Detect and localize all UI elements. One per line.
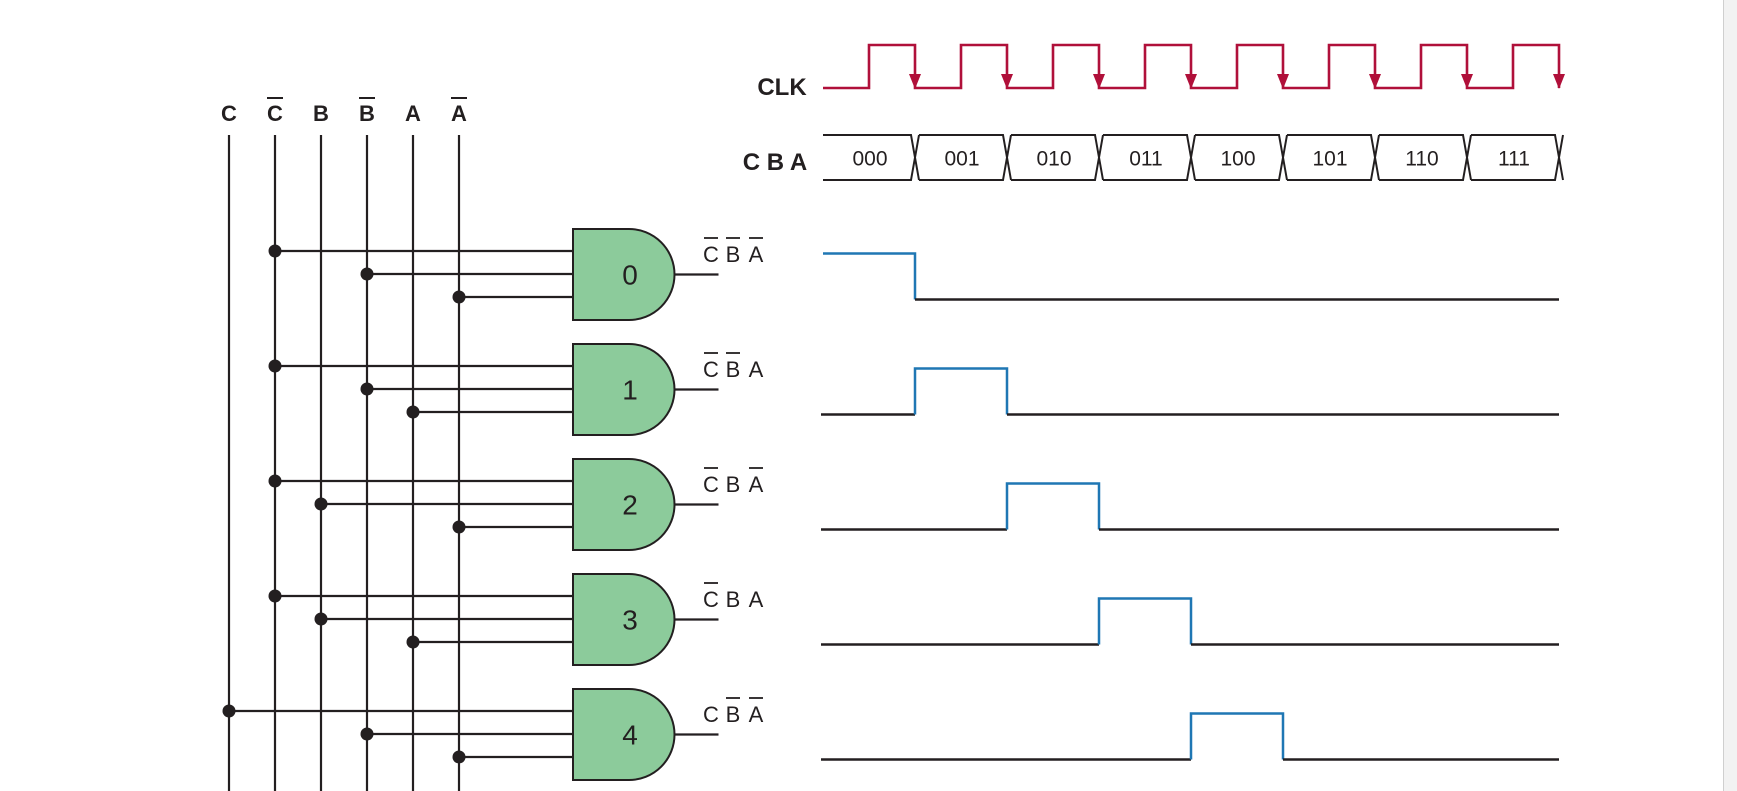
input-bus	[227, 135, 461, 791]
gate-body	[572, 343, 676, 436]
pulse-high	[1189, 712, 1285, 760]
falling-edge-arrow	[1461, 74, 1473, 89]
bus-label-b: B	[313, 101, 329, 126]
junction-dot	[452, 750, 466, 764]
clock-waveform: CLK	[757, 43, 1565, 101]
state-bus-segment	[1103, 134, 1196, 181]
bus-label-not-c: C	[267, 101, 283, 126]
output-letter-a: A	[749, 472, 764, 497]
state-value: 101	[1312, 148, 1347, 171]
falling-edge-arrow	[1001, 74, 1013, 89]
state-bus-segment	[1011, 134, 1104, 181]
output-letter-b: B	[726, 587, 741, 612]
state-value: 011	[1129, 148, 1162, 171]
output-letter-c: C	[703, 472, 719, 497]
pulse-high	[823, 252, 917, 300]
state-value: 111	[1498, 148, 1530, 171]
pulse-high	[913, 367, 1009, 415]
bus-label-a: A	[405, 101, 421, 126]
junction-dot	[360, 727, 374, 741]
output-letter-c: C	[703, 702, 719, 727]
falling-edge-arrow	[1277, 74, 1289, 89]
junction-dot	[268, 244, 282, 258]
gate-body	[572, 228, 676, 321]
junction-dot	[268, 359, 282, 373]
bus-label-not-a: A	[451, 101, 467, 126]
pulse-high	[1005, 482, 1101, 530]
gate-number: 3	[622, 605, 638, 636]
output-letter-b: B	[726, 242, 741, 267]
output-waveform-2	[821, 482, 1559, 531]
falling-edge-arrow	[1185, 74, 1197, 89]
junction-dot	[452, 290, 466, 304]
state-bus-segment	[1379, 134, 1472, 181]
bus-label-c: C	[221, 101, 237, 126]
state-value: 110	[1405, 148, 1438, 171]
output-letter-b: B	[726, 702, 741, 727]
state-bus-segment	[919, 134, 1012, 181]
output-letter-c: C	[703, 587, 719, 612]
output-waveform-4	[821, 712, 1559, 761]
output-letter-c: C	[703, 242, 719, 267]
junction-dot	[314, 612, 328, 626]
state-value: 010	[1036, 148, 1071, 171]
output-waveform-1	[821, 367, 1559, 416]
state-bus-segment	[1471, 134, 1564, 181]
output-letter-a: A	[749, 587, 764, 612]
junction-dot	[452, 520, 466, 534]
junction-dot	[268, 589, 282, 603]
state-value: 000	[852, 148, 887, 171]
output-letter-b: B	[726, 472, 741, 497]
junction-dot	[406, 635, 420, 649]
state-bus-segment	[823, 134, 920, 181]
junction-dot	[268, 474, 282, 488]
state-value: 100	[1220, 148, 1255, 171]
state-bus-segment	[1195, 134, 1288, 181]
state-row-label: C B A	[743, 149, 807, 176]
gate-body	[572, 458, 676, 551]
state-row: C B A 000 001 010 011 100 101 110 111	[743, 134, 1564, 181]
falling-edge-arrow	[1553, 74, 1565, 89]
gate-number: 4	[622, 720, 638, 751]
output-letter-b: B	[726, 357, 741, 382]
output-waveform-3	[821, 597, 1559, 646]
gate-number: 1	[622, 375, 638, 406]
output-letter-a: A	[749, 357, 764, 382]
output-letter-a: A	[749, 702, 764, 727]
gate-body	[572, 688, 676, 781]
falling-edge-arrow	[1369, 74, 1381, 89]
pulse-high	[1097, 597, 1193, 645]
state-bus-segment	[1287, 134, 1380, 181]
gate-body	[572, 573, 676, 666]
junction-dot	[360, 382, 374, 396]
output-waveform-0	[823, 252, 1559, 301]
junction-dot	[314, 497, 328, 511]
gate-number: 2	[622, 490, 638, 521]
output-letter-c: C	[703, 357, 719, 382]
bus-label-not-b: B	[359, 101, 375, 126]
clock-label: CLK	[757, 74, 807, 101]
junction-dot	[406, 405, 420, 419]
falling-edge-arrow	[909, 74, 921, 89]
junction-dot	[360, 267, 374, 281]
gate-number: 0	[622, 260, 638, 291]
falling-edge-arrow	[1093, 74, 1105, 89]
junction-dot	[222, 704, 236, 718]
output-letter-a: A	[749, 242, 764, 267]
window-edge	[1723, 0, 1737, 791]
state-value: 001	[944, 148, 979, 171]
